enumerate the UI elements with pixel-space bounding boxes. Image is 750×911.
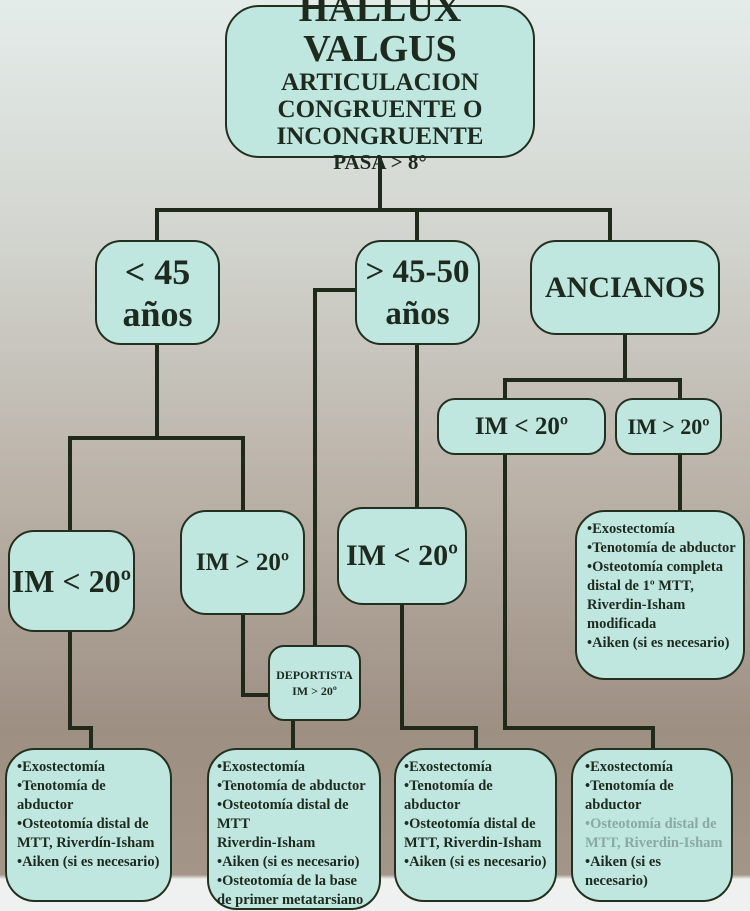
treatment-item: •Tenotomía de abductor xyxy=(587,540,736,556)
group-label: años xyxy=(385,295,450,332)
treatment-item: •Osteotomía distal de MTT, Riverdín-Isha… xyxy=(17,816,155,851)
group-label: > 45-50 xyxy=(365,253,470,290)
node-middle-im-low: IM < 20º xyxy=(337,507,467,605)
node-athlete: DEPORTISTA IM > 20º xyxy=(268,645,361,721)
treatment-item: •Aiken (si es necesario) xyxy=(585,854,661,889)
group-label: años xyxy=(122,293,193,334)
group-label: ANCIANOS xyxy=(544,270,706,304)
group-elderly: ANCIANOS xyxy=(530,240,720,335)
root-node: HALLUX VALGUS ARTICULACION CONGRUENTE O … xyxy=(225,0,535,174)
treatment-item: •Tenotomía de abductor xyxy=(585,778,674,813)
treatment-young-im-low: •Exostectomía •Tenotomía de abductor •Os… xyxy=(5,748,172,902)
group-label: < 45 xyxy=(124,251,191,292)
node-elderly-im-low: IM < 20º xyxy=(437,398,606,455)
treatment-item: •Exostectomía xyxy=(217,759,306,775)
treatment-item: •Aiken (si es necesario) xyxy=(404,854,547,870)
node-elderly-im-high: IM > 20º xyxy=(615,398,722,455)
treatment-item: •Tenotomía de abductor xyxy=(404,778,493,813)
node-young-im-high: IM > 20º xyxy=(180,510,305,615)
node-young-im-low: IM < 20º xyxy=(8,530,135,632)
root-line: INCONGRUENTE xyxy=(276,122,484,150)
node-label: IM < 20º xyxy=(474,412,569,440)
treatment-elderly-im-high: •Exostectomía •Tenotomía de abductor •Os… xyxy=(575,510,745,680)
treatment-item: •Exostectomía xyxy=(585,759,674,775)
treatment-item: •Aiken (si es necesario) xyxy=(17,854,160,870)
treatment-item: •Aiken (si es necesario) xyxy=(217,854,360,870)
treatment-item: •Tenotomía de abductor xyxy=(17,778,106,813)
treatment-young-im-high: •Exostectomía •Tenotomía de abductor •Os… xyxy=(207,748,381,910)
treatment-item: •Osteotomía completa distal de 1º MTT, R… xyxy=(587,559,723,632)
node-label: IM < 20º xyxy=(11,562,132,599)
root-line: PASA > 8° xyxy=(333,149,427,174)
group-middle: > 45-50 años xyxy=(355,240,480,345)
treatment-item: •Tenotomía de abductor xyxy=(217,778,366,794)
treatment-item: Riverdin-Isham xyxy=(217,835,316,851)
group-young: < 45 años xyxy=(95,240,220,345)
node-label: IM > 20º xyxy=(292,684,337,698)
root-line: CONGRUENTE O xyxy=(277,95,483,123)
treatment-elderly-im-low: •Exostectomía •Tenotomía de abductor •Os… xyxy=(571,748,733,902)
treatment-item: •Osteotomía de la base de primer metatar… xyxy=(217,873,364,908)
treatment-item: •Osteotomía distal de MTT, Riverdin-Isha… xyxy=(404,816,542,851)
root-title: HALLUX VALGUS xyxy=(298,0,462,70)
node-label: DEPORTISTA xyxy=(276,668,353,682)
root-line: ARTICULACION xyxy=(281,68,479,96)
node-label: IM < 20º xyxy=(346,539,458,572)
treatment-item: •Exostectomía xyxy=(587,521,676,537)
node-label: IM > 20º xyxy=(627,413,710,439)
treatment-item: •Exostectomía xyxy=(404,759,493,775)
treatment-item: •Osteotomía distal de MTT xyxy=(217,797,349,832)
treatment-middle-im-low: •Exostectomía •Tenotomía de abductor •Os… xyxy=(394,748,557,902)
treatment-item: •Osteotomía distal de MTT, Riverdin-Isha… xyxy=(585,816,723,851)
treatment-item: •Aiken (si es necesario) xyxy=(587,635,730,651)
node-label: IM > 20º xyxy=(195,548,290,576)
treatment-item: •Exostectomía xyxy=(17,759,106,775)
